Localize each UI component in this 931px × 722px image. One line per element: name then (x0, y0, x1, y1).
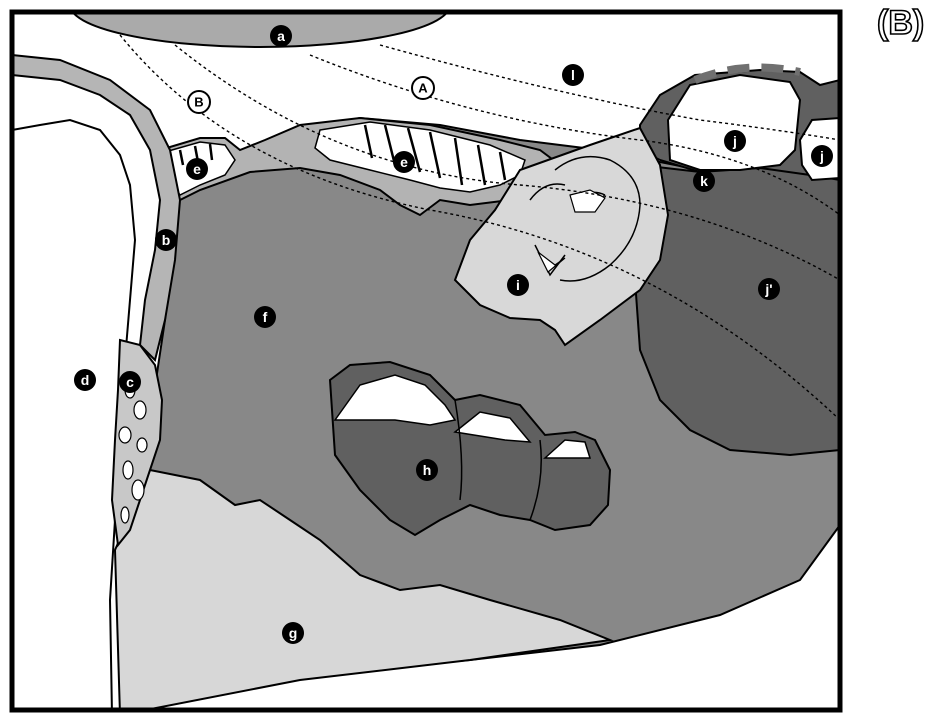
marker-c: c (119, 371, 141, 393)
svg-text:e: e (193, 161, 201, 177)
marker-j1: j (724, 130, 746, 152)
svg-text:l: l (571, 67, 575, 83)
marker-jprime: j' (758, 278, 780, 300)
region-j-left (668, 75, 800, 170)
marker-j2: j (811, 145, 833, 167)
svg-text:a: a (277, 28, 285, 44)
marker-i: i (507, 274, 529, 296)
svg-text:j: j (819, 148, 824, 164)
marker-l: l (562, 64, 584, 86)
marker-d: d (74, 369, 96, 391)
svg-text:d: d (81, 372, 90, 388)
svg-text:h: h (423, 462, 432, 478)
marker-e1: e (186, 158, 208, 180)
svg-text:A: A (418, 81, 428, 96)
marker-h: h (416, 459, 438, 481)
svg-text:g: g (289, 625, 298, 641)
marker-e2: e (393, 151, 415, 173)
svg-text:i: i (516, 277, 520, 293)
svg-text:k: k (700, 173, 708, 189)
marker-B: B (188, 91, 210, 113)
marker-a: a (270, 25, 292, 47)
svg-text:b: b (162, 232, 171, 248)
svg-text:j: j (732, 133, 737, 149)
marker-A: A (412, 77, 434, 99)
marker-g: g (282, 622, 304, 644)
svg-text:j': j' (764, 281, 772, 297)
svg-text:B: B (194, 95, 203, 110)
svg-text:c: c (126, 374, 134, 390)
svg-text:e: e (400, 154, 408, 170)
marker-b: b (155, 229, 177, 251)
marker-k: k (693, 170, 715, 192)
marker-f: f (254, 306, 276, 328)
svg-text:f: f (263, 309, 268, 325)
